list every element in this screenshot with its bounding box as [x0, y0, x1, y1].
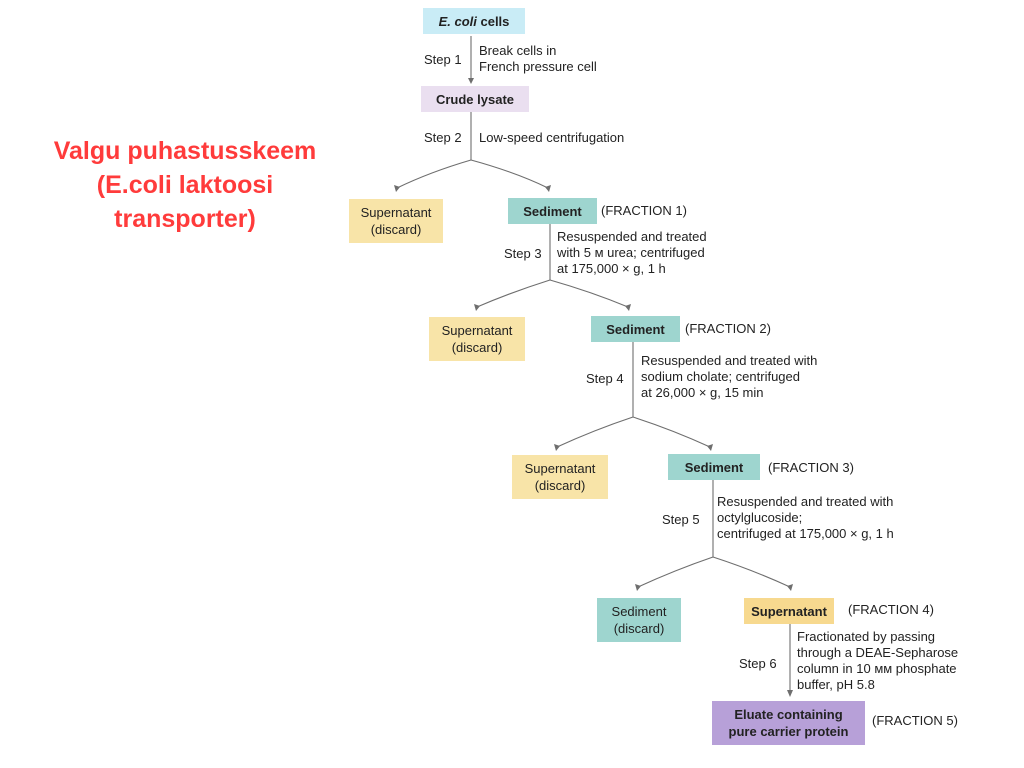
- fork-left-3: [476, 279, 551, 308]
- eluate-line-2: pure carrier protein: [728, 724, 849, 739]
- step5-label: Step 5: [662, 512, 700, 527]
- eluate-line-1: Eluate containing: [734, 707, 843, 722]
- fork-right-3: [549, 279, 629, 308]
- step5-description: Resuspended and treated with octylglucos…: [717, 494, 894, 542]
- f2-sediment-box: Sediment: [591, 316, 680, 342]
- f4-discard-line-1: Sediment: [611, 604, 667, 619]
- arrowhead-5-left: [635, 584, 641, 591]
- fork-left-4: [556, 416, 634, 448]
- fraction-2-label: (FRACTION 2): [685, 321, 771, 336]
- step3-line-1: Resuspended and treated: [557, 229, 707, 244]
- arrowhead-3-right: [625, 304, 631, 311]
- step4-line-1: Resuspended and treated with: [641, 353, 818, 368]
- ecoli-rest: cells: [476, 13, 510, 29]
- fraction-1-label: (FRACTION 1): [601, 203, 687, 218]
- f1-sediment-box: Sediment: [508, 198, 597, 224]
- fork-right-2: [470, 159, 549, 189]
- f4-supernatant-box: Supernatant: [744, 598, 834, 624]
- f3-sediment-box: Sediment: [668, 454, 760, 480]
- eluate-box: Eluate containing pure carrier protein: [712, 701, 865, 745]
- step1-line-2: French pressure cell: [479, 59, 597, 74]
- slide-title: Valgu puhastusskeem (E.coli laktoosi tra…: [20, 134, 350, 236]
- fraction-4-label: (FRACTION 4): [848, 602, 934, 617]
- step5-line-1: Resuspended and treated with: [717, 494, 894, 509]
- step6-label: Step 6: [739, 656, 777, 671]
- title-line-1: Valgu puhastusskeem: [53, 137, 317, 165]
- step4-line-2: sodium cholate; centrifuged: [641, 369, 800, 384]
- step2-label: Step 2: [424, 130, 462, 145]
- arrowhead-2-left: [394, 185, 400, 192]
- arrowhead-2-right: [545, 185, 551, 192]
- step3-line-2: with 5 м urea; centrifuged: [557, 245, 705, 260]
- f2-supernatant-discard-box: Supernatant (discard): [429, 317, 525, 361]
- fork-left-2: [396, 159, 472, 189]
- f1-discard-line-1: Supernatant: [360, 205, 432, 220]
- step4-line-3: at 26,000 × g, 15 min: [641, 385, 764, 400]
- fork-right-4: [632, 416, 711, 448]
- f3-supernatant-discard-box: Supernatant (discard): [512, 455, 608, 499]
- f3-discard-line-1: Supernatant: [524, 461, 596, 476]
- fraction-3-label: (FRACTION 3): [768, 460, 854, 475]
- fork-left-5: [637, 556, 714, 588]
- step3-line-3: at 175,000 × g, 1 h: [557, 261, 666, 276]
- step6-line-3: column in 10 мм phosphate: [797, 661, 957, 676]
- step3-description: Resuspended and treated with 5 м urea; c…: [557, 229, 707, 277]
- step2-description: Low-speed centrifugation: [479, 130, 625, 145]
- ecoli-cells-box: E. coli cells: [423, 8, 525, 34]
- f2-discard-line-2: (discard): [451, 340, 503, 355]
- f3-discard-line-2: (discard): [534, 478, 586, 493]
- step1-line-1: Break cells in: [479, 43, 557, 58]
- step4-label: Step 4: [586, 371, 624, 386]
- step6-line-1: Fractionated by passing: [797, 629, 936, 644]
- arrowhead-4-left: [554, 444, 560, 451]
- ecoli-italic: E. coli: [438, 13, 477, 29]
- arrowhead-3-left: [474, 304, 480, 311]
- step5-line-2: octylglucoside;: [717, 510, 803, 525]
- step3-label: Step 3: [504, 246, 542, 261]
- f4-sediment-discard-box: Sediment (discard): [597, 598, 681, 642]
- f1-supernatant-discard-box: Supernatant (discard): [349, 199, 443, 243]
- step1-description: Break cells in French pressure cell: [479, 43, 597, 75]
- title-line-2: (E.coli laktoosi: [96, 171, 274, 199]
- f1-discard-line-2: (discard): [370, 222, 422, 237]
- step4-description: Resuspended and treated with sodium chol…: [641, 353, 817, 401]
- title-line-3: transporter): [114, 205, 256, 233]
- arrowhead-5-right: [787, 584, 793, 591]
- step1-label: Step 1: [424, 52, 462, 67]
- arrowhead-step6: [787, 690, 793, 697]
- arrowhead-step1: [468, 78, 474, 84]
- f4-discard-line-2: (discard): [613, 621, 665, 636]
- step5-line-3: centrifuged at 175,000 × g, 1 h: [717, 526, 894, 541]
- step6-line-4: buffer, pH 5.8: [797, 677, 875, 692]
- crude-lysate-box: Crude lysate: [421, 86, 529, 112]
- fraction-5-label: (FRACTION 5): [872, 713, 958, 728]
- fork-right-5: [712, 556, 791, 588]
- arrowhead-4-right: [707, 444, 713, 451]
- step6-line-2: through a DEAE-Sepharose: [797, 645, 959, 660]
- f2-discard-line-1: Supernatant: [441, 323, 513, 338]
- step6-description: Fractionated by passing through a DEAE-S…: [797, 629, 958, 693]
